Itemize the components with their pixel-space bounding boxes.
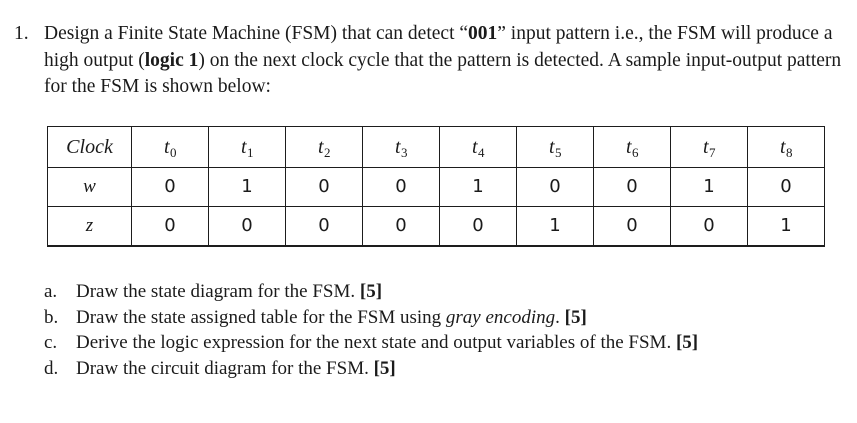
table-rowlabel-z: z: [47, 206, 132, 247]
time-label-t5: t5: [548, 135, 562, 160]
t-index-5: 5: [555, 144, 562, 160]
table-cell-z-t0: 0: [131, 206, 209, 247]
t-base-6: t: [625, 135, 632, 158]
table-cell-z-t7: 0: [670, 206, 748, 247]
sub-text-b: Draw the state assigned table for the FS…: [76, 305, 844, 331]
time-label-t6: t6: [625, 135, 639, 160]
time-label-t3: t3: [394, 135, 408, 160]
sub-letter-b: b.: [44, 306, 59, 328]
marks-b: [5]: [564, 306, 587, 328]
table-header-t0: t0: [131, 126, 209, 168]
table-cell-w-t6: 0: [593, 167, 671, 207]
table-cell-w-t7: 1: [670, 167, 748, 207]
sub-question-d: d. Draw the circuit diagram for the FSM.…: [44, 356, 844, 382]
pattern-001: 001: [468, 23, 498, 44]
t-index-6: 6: [632, 144, 639, 160]
sub-c-before: Derive the logic expression for the next…: [76, 332, 676, 353]
table-rowlabel-w: w: [47, 167, 132, 207]
time-label-t8: t8: [779, 135, 793, 160]
marks-a: [5]: [359, 281, 383, 302]
time-label-t1: t1: [240, 135, 254, 160]
t-index-4: 4: [478, 144, 485, 160]
table-header-t4: t4: [439, 126, 517, 168]
question-text-part2: ” input pattern i.e., the FSM will produ…: [44, 23, 833, 71]
sub-letter-a: a.: [44, 281, 58, 302]
w-label: w: [83, 176, 96, 197]
t-index-7: 7: [709, 144, 716, 160]
sub-question-list: a. Draw the state diagram for the FSM. […: [44, 279, 844, 381]
sub-question-b: b. Draw the state assigned table for the…: [44, 305, 844, 331]
table-cell-w-t5: 0: [516, 167, 594, 207]
t-index-0: 0: [170, 144, 177, 160]
table-header-t2: t2: [285, 126, 363, 168]
table-cell-z-t3: 0: [362, 206, 440, 247]
sub-a-before: Draw the state diagram for the FSM.: [76, 281, 360, 302]
t-index-1: 1: [247, 144, 254, 160]
time-label-t2: t2: [317, 135, 331, 160]
sample-io-table: Clock t0 t1 t2 t3 t4 t5 t6 t7 t8 w 0 1 0…: [47, 126, 825, 247]
table-header-t7: t7: [670, 126, 748, 168]
clock-label: Clock: [66, 135, 113, 158]
table-cell-z-t2: 0: [285, 206, 363, 247]
t-index-2: 2: [324, 144, 331, 160]
table-cell-z-t5: 1: [516, 206, 594, 247]
marks-c: [5]: [675, 332, 699, 353]
table-header-t6: t6: [593, 126, 671, 168]
marks-d: [5]: [373, 357, 396, 379]
question-1: 1. Design a Finite State Machine (FSM) t…: [12, 21, 848, 101]
time-label-t4: t4: [471, 135, 485, 160]
sub-letter-d: d.: [44, 357, 59, 379]
table-header-t3: t3: [362, 126, 440, 168]
table-cell-w-t3: 0: [362, 167, 440, 207]
sub-letter-c: c.: [44, 332, 58, 353]
t-base-4: t: [471, 135, 478, 158]
sub-text-d: Draw the circuit diagram for the FSM. [5…: [76, 356, 844, 382]
t-base-2: t: [317, 135, 324, 158]
sub-b-italic: gray encoding: [445, 306, 556, 328]
t-base-0: t: [163, 135, 170, 158]
table-row-w: w 0 1 0 0 1 0 0 1 0: [47, 167, 825, 207]
table-cell-w-t2: 0: [285, 167, 363, 207]
table-header-t1: t1: [208, 126, 286, 168]
sub-b-after: .: [555, 306, 565, 328]
t-base-7: t: [702, 135, 709, 158]
table-cell-w-t0: 0: [131, 167, 209, 207]
t-index-3: 3: [401, 144, 408, 160]
table-row-clock: Clock t0 t1 t2 t3 t4 t5 t6 t7 t8: [47, 126, 825, 168]
table-cell-z-t8: 1: [747, 206, 825, 247]
table-cell-z-t6: 0: [593, 206, 671, 247]
t-base-8: t: [779, 135, 786, 158]
t-base-3: t: [394, 135, 401, 158]
question-text-part1: Design a Finite State Machine (FSM) that…: [44, 23, 469, 44]
table-row-z: z 0 0 0 0 0 1 0 0 1: [47, 206, 825, 247]
table-cell-w-t4: 1: [439, 167, 517, 207]
time-label-t0: t0: [163, 135, 177, 160]
table-header-clock: Clock: [47, 126, 132, 168]
table-cell-z-t4: 0: [439, 206, 517, 247]
table-header-t5: t5: [516, 126, 594, 168]
question-number: 1.: [14, 23, 29, 44]
time-label-t7: t7: [702, 135, 716, 160]
z-label: z: [85, 215, 94, 236]
question-text-part3: ) on the next clock cycle that the patte…: [44, 49, 842, 98]
sub-text-c: Derive the logic expression for the next…: [76, 330, 844, 356]
sub-b-before: Draw the state assigned table for the FS…: [76, 306, 446, 328]
sub-d-before: Draw the circuit diagram for the FSM.: [76, 357, 374, 379]
logic-1-emphasis: logic 1: [144, 49, 199, 71]
t-base-1: t: [240, 135, 247, 158]
table-cell-z-t1: 0: [208, 206, 286, 247]
table-cell-w-t8: 0: [747, 167, 825, 207]
t-index-8: 8: [786, 144, 793, 160]
table-header-t8: t8: [747, 126, 825, 168]
table-cell-w-t1: 1: [208, 167, 286, 207]
sub-text-a: Draw the state diagram for the FSM. [5]: [76, 279, 844, 305]
t-base-5: t: [548, 135, 555, 158]
question-text: Design a Finite State Machine (FSM) that…: [44, 21, 848, 101]
sub-question-c: c. Derive the logic expression for the n…: [44, 330, 844, 356]
sub-question-a: a. Draw the state diagram for the FSM. […: [44, 279, 844, 305]
